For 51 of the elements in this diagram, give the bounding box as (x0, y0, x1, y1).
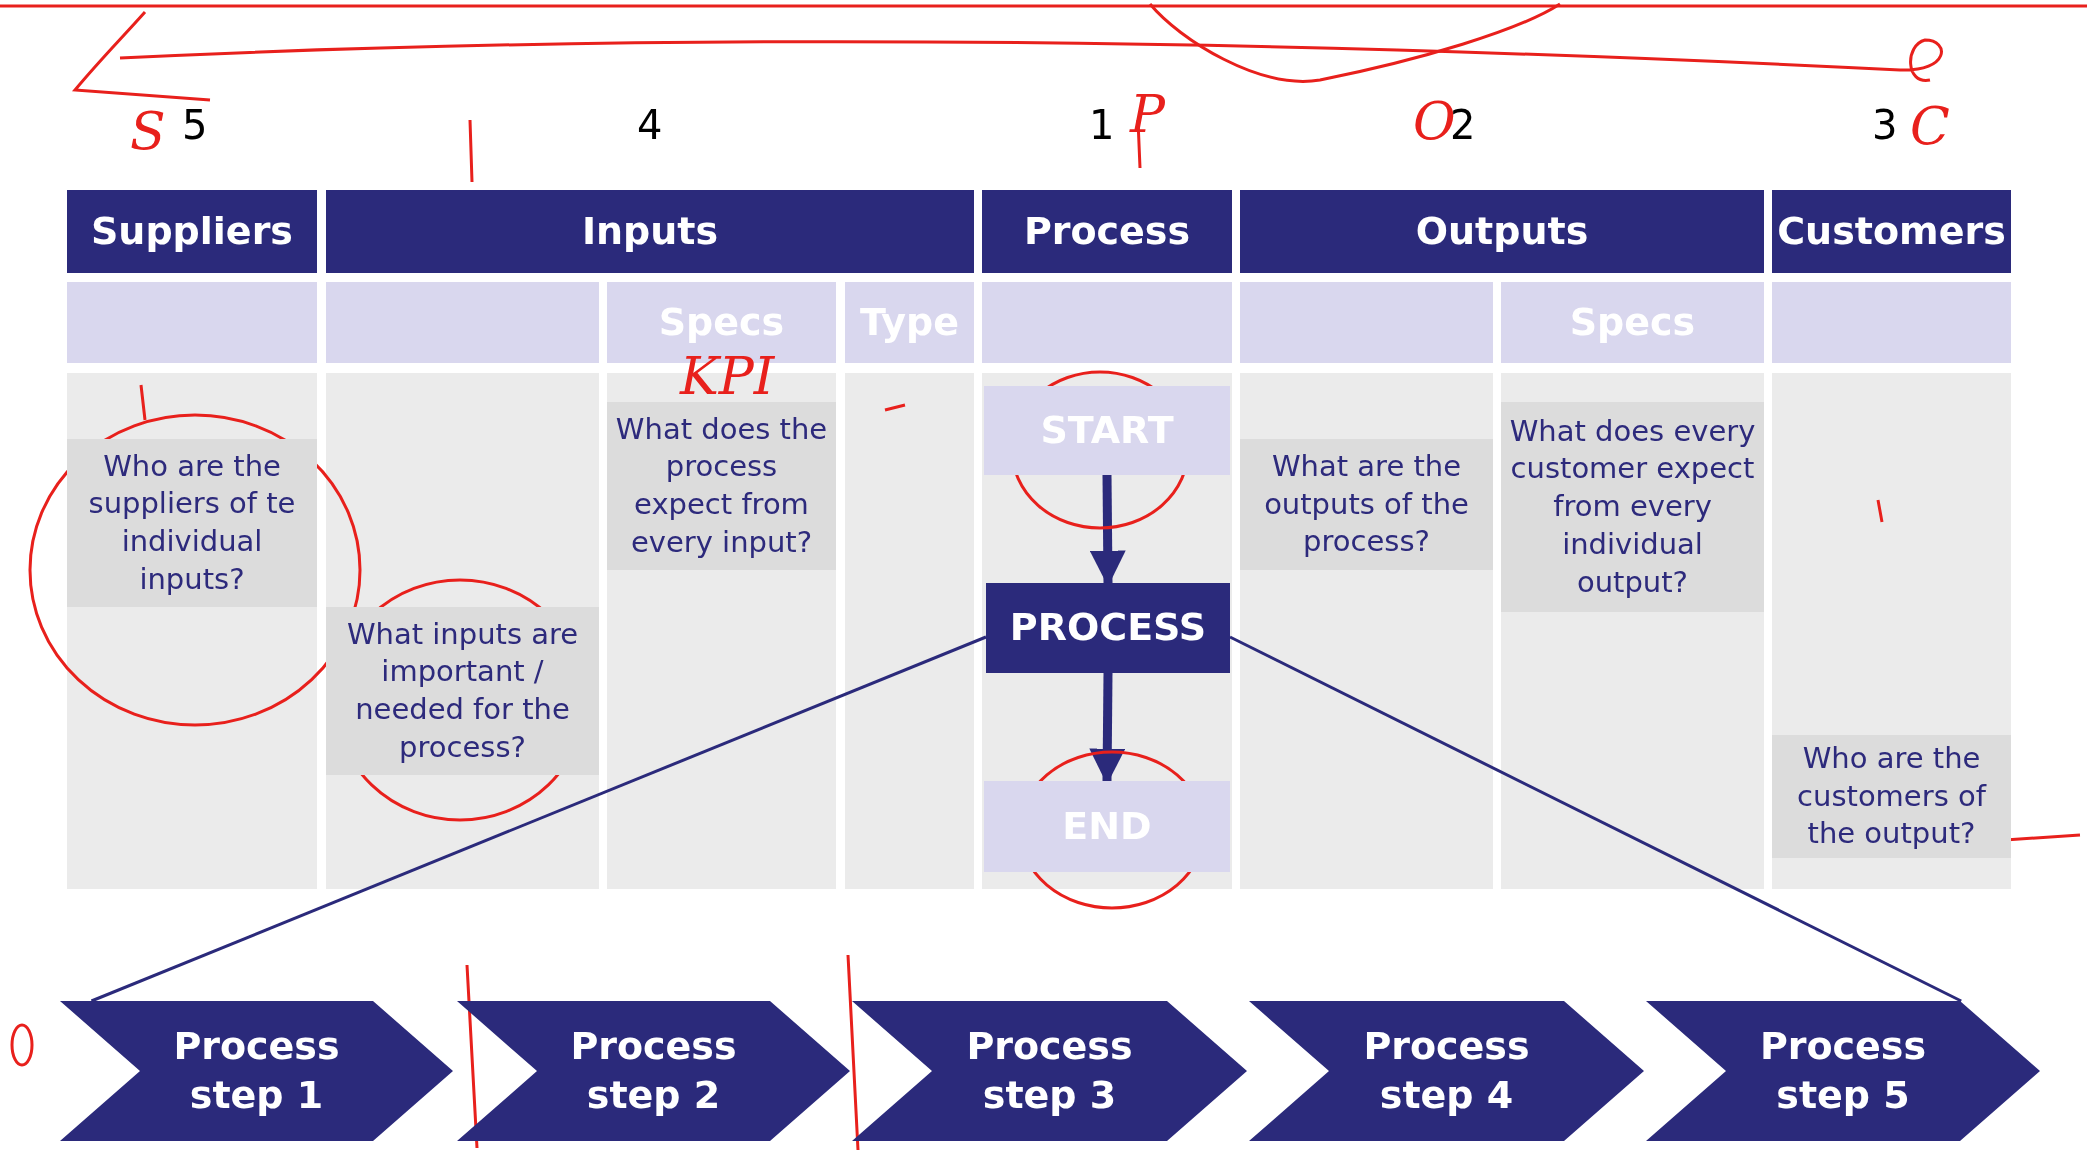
process-step-tile (60, 1001, 453, 1141)
column-number: 3 (1872, 105, 1898, 145)
column-header (67, 190, 317, 273)
step-label: Process step 3 (965, 1022, 1134, 1119)
step-label: Process step 5 (1758, 1022, 1928, 1119)
question-text: What does every customer expect from every individual output? (1508, 412, 1757, 601)
label-text: Suppliers (90, 207, 294, 255)
handwritten-note: S (130, 105, 166, 157)
process-step-tile (852, 1001, 1247, 1141)
question-text: Who are the customers of the output? (1796, 739, 1988, 853)
subheader-cell (1240, 282, 1493, 363)
column-header (982, 190, 1232, 273)
label-text: Process (1022, 207, 1192, 255)
terminal-box (984, 386, 1230, 475)
connector-line (90, 635, 987, 1003)
label-text: Outputs (1414, 207, 1590, 255)
label-text: Customers (1776, 207, 2007, 255)
step-label: Process step 1 (172, 1022, 341, 1119)
subheader-cell (982, 282, 1232, 363)
label-text: PROCESS (1008, 604, 1208, 652)
question-box (326, 607, 599, 775)
process-step-tile (457, 1001, 850, 1141)
process-step-tile (1249, 1001, 1644, 1141)
subheader-cell (1501, 282, 1764, 363)
connector-line (1229, 635, 1962, 1003)
column-header (1772, 190, 2011, 273)
column-number: 5 (182, 105, 208, 145)
subheader-cell (67, 282, 317, 363)
question-box (607, 402, 836, 570)
subheader-cell (845, 282, 974, 363)
question-box (67, 439, 317, 607)
step-label: Process step 4 (1362, 1022, 1531, 1119)
subheader-cell (326, 282, 599, 363)
column-header (326, 190, 974, 273)
subheader-cell (1772, 282, 2011, 363)
column-header (1240, 190, 1764, 273)
handwritten-note: C (1910, 100, 1950, 152)
question-box (1240, 439, 1493, 570)
terminal-box (984, 781, 1230, 872)
process-box (986, 583, 1230, 673)
question-text: What are the outputs of the process? (1263, 447, 1470, 561)
question-box (1772, 735, 2011, 858)
question-text: What does the process expect from every input? (614, 410, 829, 561)
handwritten-note: KPI (680, 350, 775, 402)
column-number: 1 (1089, 105, 1115, 145)
label-text: Inputs (580, 207, 720, 255)
question-text: What inputs are important / needed for the process? (345, 615, 580, 766)
column-number: 4 (637, 105, 663, 145)
step-label: Process step 2 (569, 1022, 738, 1119)
question-text: Who are the suppliers of te individual inputs? (87, 447, 297, 598)
process-step-tile (1646, 1001, 2040, 1141)
